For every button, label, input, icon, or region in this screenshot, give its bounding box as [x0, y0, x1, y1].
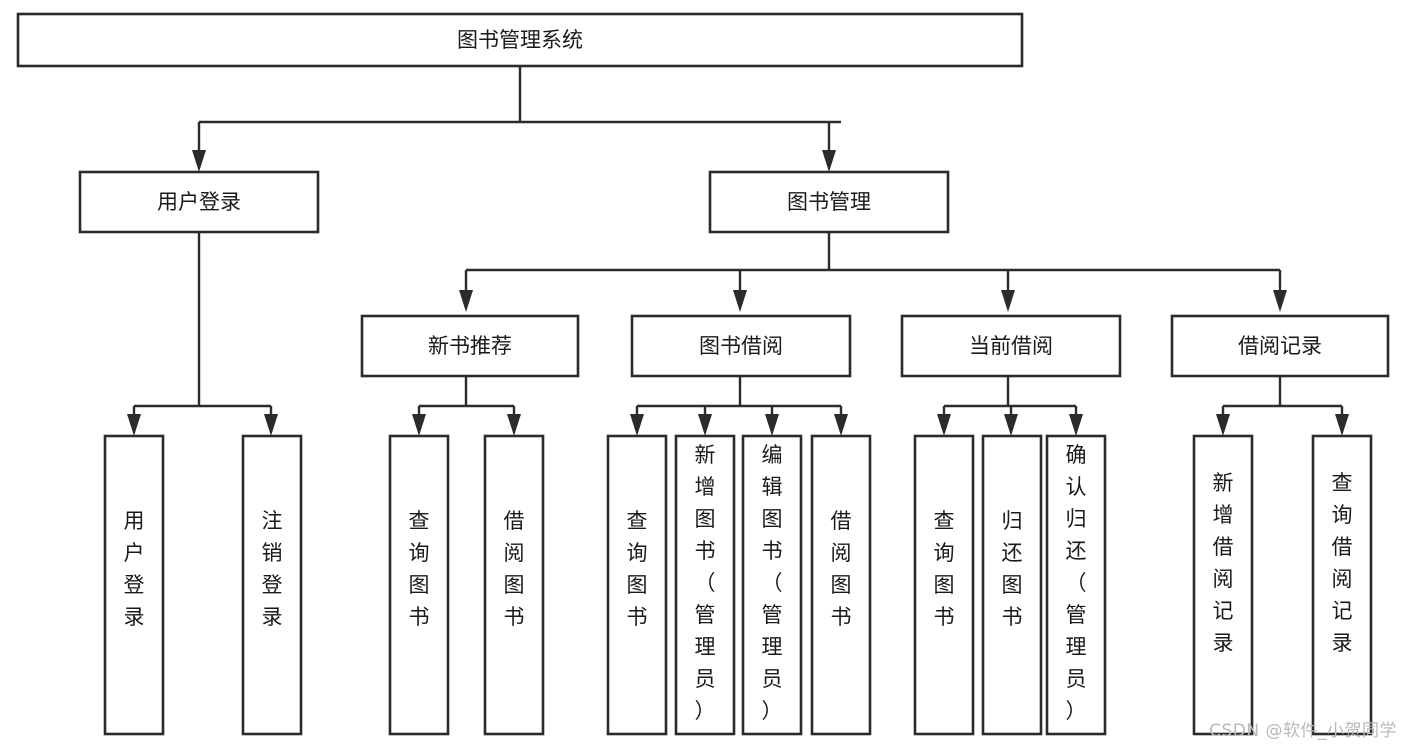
- leaf-borrow-book-1-box[interactable]: [483, 434, 545, 736]
- leaf-query-book-2-box[interactable]: [606, 434, 668, 736]
- node-user-login-label: 用户登录: [157, 190, 241, 214]
- node-borrow-record-box[interactable]: [1170, 314, 1390, 378]
- node-book-borrow-label: 图书借阅: [699, 334, 783, 358]
- leaf-user-login-box[interactable]: [103, 434, 165, 736]
- node-book-manage[interactable]: 图书管理: [708, 170, 950, 234]
- node-new-book-recommend-box[interactable]: [360, 314, 580, 378]
- list-item[interactable]: 借阅图书: [483, 434, 545, 736]
- leaf-edit-book-box[interactable]: [741, 434, 803, 736]
- csdn-watermark: CSDN @软件_小贺同学: [1209, 721, 1397, 741]
- arrow-leaf-query-book-1-icon: [412, 414, 426, 436]
- leaf-add-record-box[interactable]: [1192, 434, 1254, 736]
- node-new-book-recommend[interactable]: 新书推荐: [360, 314, 580, 378]
- leaf-confirm-return-box[interactable]: [1045, 434, 1107, 736]
- leaf-return-book-box[interactable]: [981, 434, 1043, 736]
- node-book-borrow-box[interactable]: [630, 314, 852, 378]
- node-new-book-recommend-label: 新书推荐: [428, 334, 512, 358]
- connector-user-login-to-leaves: [127, 232, 278, 436]
- list-item[interactable]: 查询图书: [606, 434, 668, 736]
- leaf-borrow-book-1-label: 借阅图书: [504, 509, 525, 629]
- leaf-borrow-book-2-box[interactable]: [810, 434, 872, 736]
- list-item[interactable]: 注销登录: [241, 434, 303, 736]
- leaf-add-record-label: 新增借阅记录: [1213, 471, 1234, 655]
- leaf-query-record-label: 查询借阅记录: [1332, 471, 1353, 655]
- arrow-leaf-borrow-book-2-icon: [834, 414, 848, 436]
- connector-current-borrow-to-leaves: [937, 376, 1083, 436]
- arrow-leaf-query-record-icon: [1335, 414, 1349, 436]
- list-item[interactable]: 新增借阅记录: [1192, 434, 1254, 736]
- node-user-login-box[interactable]: [78, 170, 320, 234]
- leaf-logout-label: 注销登录: [262, 509, 283, 629]
- leaf-query-book-3-box[interactable]: [913, 434, 975, 736]
- arrow-leaf-logout-icon: [264, 414, 278, 436]
- list-item[interactable]: 查询图书: [388, 434, 450, 736]
- node-current-borrow[interactable]: 当前借阅: [900, 314, 1122, 378]
- arrow-to-current-borrow-icon: [1001, 290, 1015, 312]
- connector-book-manage-to-level2: [459, 232, 1287, 312]
- leaf-add-book-box[interactable]: [674, 434, 736, 736]
- node-book-borrow[interactable]: 图书借阅: [630, 314, 852, 378]
- connector-borrow-record-to-leaves: [1216, 376, 1349, 436]
- node-user-login[interactable]: 用户登录: [78, 170, 320, 234]
- list-item[interactable]: 归还图书: [981, 434, 1043, 736]
- list-item[interactable]: 用户登录: [103, 434, 165, 736]
- leaf-query-book-2-label: 查询图书: [627, 509, 648, 629]
- leaf-user-login-label: 用户登录: [124, 509, 145, 629]
- leaf-logout-box[interactable]: [241, 434, 303, 736]
- leaf-query-book-1-box[interactable]: [388, 434, 450, 736]
- list-item[interactable]: 借阅图书: [810, 434, 872, 736]
- connector-new-book-to-leaves: [412, 376, 521, 436]
- list-item[interactable]: 编辑图书（管理员）: [741, 434, 803, 736]
- arrow-leaf-add-record-icon: [1216, 414, 1230, 436]
- arrow-leaf-query-book-2-icon: [630, 414, 644, 436]
- leaf-query-record-box[interactable]: [1311, 434, 1373, 736]
- arrow-leaf-add-book-icon: [698, 414, 712, 436]
- arrow-to-book-manage-icon: [822, 150, 836, 172]
- arrow-to-book-borrow-icon: [733, 290, 747, 312]
- leaf-confirm-return-label: 确认归还（管理员）: [1066, 443, 1087, 723]
- arrow-leaf-user-login-icon: [127, 414, 141, 436]
- connector-book-borrow-to-leaves: [630, 376, 848, 436]
- arrow-leaf-borrow-book-1-icon: [507, 414, 521, 436]
- arrow-to-user-login-icon: [192, 150, 206, 172]
- arrow-leaf-return-book-icon: [1004, 414, 1018, 436]
- node-root-label: 图书管理系统: [457, 28, 583, 52]
- arrow-leaf-query-book-3-icon: [937, 414, 951, 436]
- arrow-leaf-edit-book-icon: [765, 414, 779, 436]
- leaf-query-book-3-label: 查询图书: [934, 509, 955, 629]
- arrow-to-borrow-record-icon: [1273, 290, 1287, 312]
- leaf-query-book-1-label: 查询图书: [409, 509, 430, 629]
- node-root-box[interactable]: [16, 12, 1024, 68]
- node-book-manage-box[interactable]: [708, 170, 950, 234]
- node-book-manage-label: 图书管理: [787, 190, 871, 214]
- node-root[interactable]: 图书管理系统: [16, 12, 1024, 68]
- arrow-to-new-book-icon: [459, 290, 473, 312]
- list-item[interactable]: 查询图书: [913, 434, 975, 736]
- list-item[interactable]: 查询借阅记录: [1311, 434, 1373, 736]
- node-current-borrow-label: 当前借阅: [969, 334, 1053, 358]
- connector-root-to-level1: [192, 66, 841, 172]
- leaf-borrow-book-2-label: 借阅图书: [831, 509, 852, 629]
- arrow-leaf-confirm-return-icon: [1069, 414, 1083, 436]
- node-borrow-record[interactable]: 借阅记录: [1170, 314, 1390, 378]
- leaf-add-book-label: 新增图书（管理员）: [695, 443, 716, 723]
- list-item[interactable]: 新增图书（管理员）: [674, 434, 736, 736]
- node-current-borrow-box[interactable]: [900, 314, 1122, 378]
- list-item[interactable]: 确认归还（管理员）: [1045, 434, 1107, 736]
- node-borrow-record-label: 借阅记录: [1238, 334, 1322, 358]
- leaf-edit-book-label: 编辑图书（管理员）: [762, 443, 783, 723]
- leaf-return-book-label: 归还图书: [1002, 509, 1023, 629]
